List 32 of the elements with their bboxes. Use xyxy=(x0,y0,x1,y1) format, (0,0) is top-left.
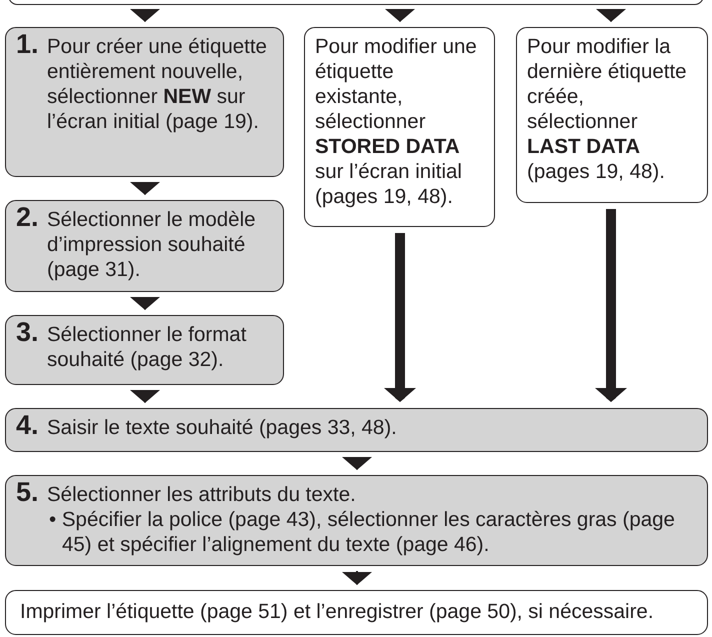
instruction-text: Imprimer l’étiquette (page 51) et l’enregistrer (page 50), si nécessaire. xyxy=(20,599,655,624)
instruction-text: Pour modifier une étiquette existante, sélectionner STORED DATA sur l’écran initial (pages 19, 48). xyxy=(315,34,478,209)
arrow xyxy=(385,9,415,22)
process-box xyxy=(5,408,708,452)
step-number: 1. xyxy=(16,32,39,57)
instruction-text: • Spécifier la police (page 43), sélectionner les caractères gras (page 45) et spécifier l’alignement du texte (page 46). xyxy=(48,507,676,557)
instruction-text: Saisir le texte souhaité (pages 33, 48). xyxy=(47,415,398,440)
arrow xyxy=(130,182,160,195)
instruction-text: Sélectionner le format souhaité (page 32). xyxy=(47,322,248,372)
arrow xyxy=(342,571,372,585)
arrow xyxy=(384,233,416,402)
arrow xyxy=(595,209,627,402)
instruction-text: Sélectionner le modèle d’impression souhaité (page 31). xyxy=(47,207,257,282)
step-number: 3. xyxy=(16,320,39,345)
step-number: 2. xyxy=(16,205,39,230)
arrow xyxy=(130,9,160,22)
process-box xyxy=(5,27,284,177)
step-number: 4. xyxy=(16,413,39,438)
process-box xyxy=(5,590,708,635)
step-number: 5. xyxy=(16,480,39,505)
process-box xyxy=(304,27,495,227)
instruction-text: Pour créer une étiquette entièrement nouvelle, sélectionner NEW sur l’écran initial (page 19). xyxy=(47,34,268,134)
arrow xyxy=(130,390,160,403)
process-box xyxy=(516,27,708,203)
process-box xyxy=(5,475,708,566)
process-box xyxy=(5,315,284,385)
process-box xyxy=(5,200,284,292)
instruction-text: Sélectionner les attributs du texte. xyxy=(47,482,357,507)
arrow xyxy=(130,297,160,310)
arrow xyxy=(596,9,626,22)
instruction-text: Pour modifier la dernière étiquette créée, sélectionner LAST DATA (pages 19, 48). xyxy=(527,34,688,184)
arrow xyxy=(342,457,372,470)
